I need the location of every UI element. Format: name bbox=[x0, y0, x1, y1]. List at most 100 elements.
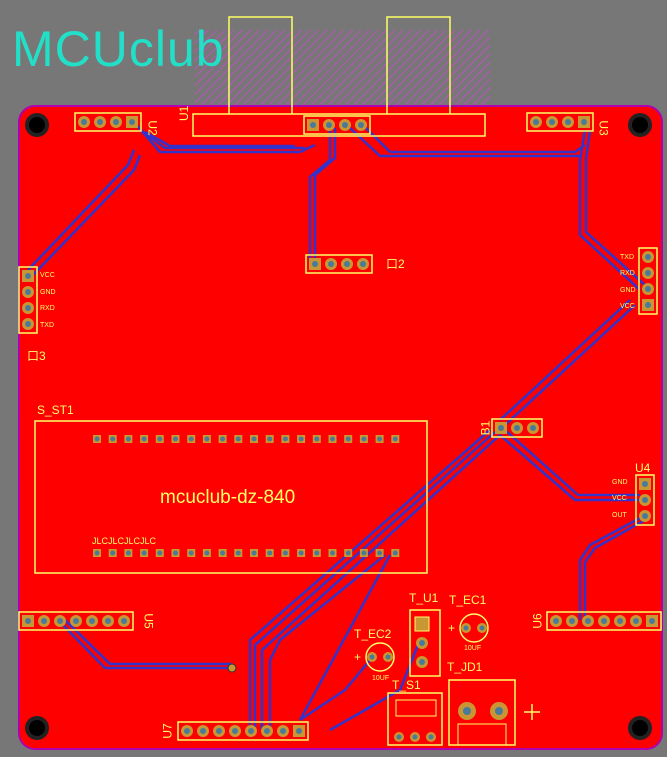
mcu-pin-hole bbox=[267, 550, 273, 556]
pin-hole bbox=[642, 481, 648, 487]
u6-label: U6 bbox=[530, 613, 545, 629]
keepout-zone bbox=[195, 30, 490, 108]
pin-hole bbox=[105, 618, 111, 624]
u4-label: U4 bbox=[635, 461, 651, 475]
pin-hole bbox=[553, 618, 559, 624]
b1-header-outline bbox=[491, 418, 543, 438]
u7-label: U7 bbox=[160, 723, 175, 739]
u5-header-outline bbox=[18, 611, 134, 631]
right-header bbox=[638, 247, 658, 315]
mcu-pin-hole bbox=[141, 436, 147, 442]
u3-header bbox=[526, 112, 594, 132]
pin-hole bbox=[73, 618, 79, 624]
mcu-pin-hole bbox=[173, 436, 178, 442]
mcu-pin-hole bbox=[220, 436, 226, 442]
mcu-pin-hole bbox=[377, 550, 383, 556]
mcu-pin-hole bbox=[188, 550, 194, 556]
pin-headers bbox=[18, 112, 662, 741]
mcu-pin-hole bbox=[251, 550, 257, 556]
mcu-pin-hole bbox=[345, 550, 351, 556]
u1-label: U1 bbox=[177, 105, 191, 121]
mcu-pin-hole bbox=[141, 550, 147, 556]
pin-hole bbox=[25, 273, 31, 279]
copper-traces bbox=[27, 121, 646, 732]
mcu-pin-hole bbox=[188, 436, 194, 442]
j3-left-header-outline bbox=[18, 266, 38, 334]
pin-hole bbox=[113, 119, 119, 125]
pin-hole bbox=[498, 425, 504, 431]
pin-hole bbox=[296, 728, 302, 734]
u1-footprint bbox=[192, 16, 486, 137]
pin-hole bbox=[81, 119, 87, 125]
b1-label: B1 bbox=[478, 420, 493, 436]
right-hdr-pin-4: VCC bbox=[620, 303, 635, 310]
via bbox=[227, 663, 237, 673]
s-st1-outline bbox=[34, 420, 428, 574]
t-s1-label: T_S1 bbox=[392, 678, 421, 692]
mcu-pin-hole bbox=[220, 550, 226, 556]
pin-hole bbox=[57, 618, 63, 624]
u4-header-outline bbox=[635, 474, 655, 526]
u5-header bbox=[18, 611, 134, 631]
mcu-pin-hole bbox=[157, 436, 163, 442]
pin-hole bbox=[216, 728, 222, 734]
mcu-pin-hole bbox=[361, 550, 367, 556]
board-title: mcuclub-dz-840 bbox=[160, 487, 296, 508]
pin-hole bbox=[569, 618, 575, 624]
left-hdr-pin-2: GND bbox=[40, 289, 56, 296]
mcu-pin-hole bbox=[267, 436, 273, 442]
pin-hole bbox=[25, 289, 31, 295]
j2-header bbox=[305, 254, 373, 274]
mcu-pins bbox=[93, 435, 400, 557]
mcu-pin-hole bbox=[314, 550, 320, 556]
u4-header bbox=[635, 474, 655, 526]
j2-header-outline bbox=[305, 254, 373, 274]
pin-hole bbox=[25, 321, 31, 327]
mcu-pin-hole bbox=[392, 550, 398, 556]
right-hdr-pin-2: RXD bbox=[620, 270, 635, 277]
right-hdr-pin-3: GND bbox=[620, 287, 636, 294]
pin-hole bbox=[642, 513, 648, 519]
brand-logo-text: MCUclub bbox=[12, 21, 225, 77]
t-u1-footprint bbox=[409, 609, 441, 677]
t-ec1-cap: + bbox=[448, 613, 489, 643]
j3-label: 口3 bbox=[27, 349, 46, 363]
mcu-pin-hole bbox=[173, 550, 178, 556]
pin-hole bbox=[41, 618, 47, 624]
mcu-pin-hole bbox=[110, 550, 116, 556]
mcu-pin-hole bbox=[361, 436, 367, 442]
mcu-pin-hole bbox=[94, 436, 100, 442]
pin-hole bbox=[617, 618, 623, 624]
jlc-mark: JLCJLCJLCJLC bbox=[92, 536, 157, 546]
mcu-pin-hole bbox=[251, 436, 257, 442]
right-hdr-pin-1: TXD bbox=[620, 254, 634, 261]
mcu-pin-hole bbox=[110, 436, 116, 442]
pin-hole bbox=[25, 618, 31, 624]
pin-hole bbox=[342, 122, 348, 128]
svg-text:+: + bbox=[354, 650, 361, 664]
mcu-pin-hole bbox=[392, 436, 398, 442]
mcu-pin-hole bbox=[314, 436, 320, 442]
pin-hole bbox=[328, 261, 334, 267]
u2-label: U2 bbox=[145, 120, 160, 136]
pin-hole bbox=[344, 261, 350, 267]
u7-header bbox=[177, 721, 309, 741]
pin-hole bbox=[581, 119, 587, 125]
b1-header bbox=[491, 418, 543, 438]
pin-hole bbox=[549, 119, 555, 125]
pin-hole bbox=[565, 119, 571, 125]
pin-hole bbox=[633, 618, 639, 624]
pin-hole bbox=[200, 728, 206, 734]
pin-hole bbox=[585, 618, 591, 624]
t-ec2-label: T_EC2 bbox=[354, 627, 392, 641]
mcu-pin-hole bbox=[298, 436, 304, 442]
pin-hole bbox=[533, 119, 539, 125]
pin-hole bbox=[645, 302, 651, 308]
mcu-pin-hole bbox=[204, 436, 210, 442]
pin-hole bbox=[310, 122, 316, 128]
pin-hole bbox=[312, 261, 318, 267]
pin-hole bbox=[264, 728, 270, 734]
u4-pin-out: OUT bbox=[612, 512, 627, 519]
svg-text:+: + bbox=[448, 621, 455, 635]
u2-header-outline bbox=[74, 112, 142, 132]
